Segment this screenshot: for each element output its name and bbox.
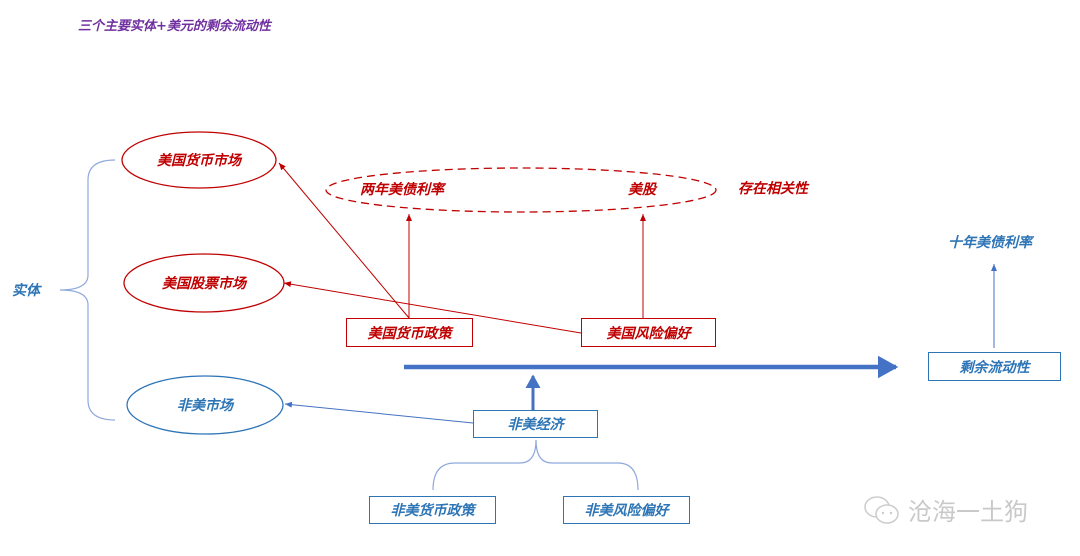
us-risk-appetite-box: 美国风险偏好 (581, 318, 716, 347)
two-year-yield-label: 两年美债利率 (360, 182, 444, 198)
non-us-risk-appetite-box: 非美风险偏好 (563, 496, 690, 524)
us-money-market-label: 美国货币市场 (157, 153, 241, 169)
entity-brace (59, 159, 116, 421)
non-us-economy-box: 非美经济 (473, 410, 598, 438)
arrow-policy-to-money (278, 162, 410, 319)
watermark-text: 沧海一土狗 (908, 498, 1028, 526)
non-us-brace (432, 439, 639, 491)
us-money-market-ellipse (121, 131, 277, 189)
entity-label: 实体 (12, 283, 40, 299)
page-title: 三个主要实体+美元的剩余流动性 (78, 19, 271, 34)
residual-liquidity-box: 剩余流动性 (928, 352, 1061, 381)
ten-year-yield-label: 十年美债利率 (948, 235, 1032, 251)
non-us-monetary-policy-box: 非美货币政策 (369, 496, 496, 524)
non-us-market-ellipse (126, 375, 284, 435)
us-stock-market-label: 美国股票市场 (162, 276, 246, 292)
arrow-economy-to-non-us-market (284, 401, 474, 424)
correlation-note: 存在相关性 (738, 181, 808, 197)
wechat-icon (864, 495, 899, 524)
us-stocks-label: 美股 (628, 182, 656, 198)
non-us-market-label: 非美市场 (177, 398, 233, 414)
arrow-risk-to-stock (283, 281, 582, 334)
correlation-dashed-ellipse (325, 167, 717, 213)
watermark: 沧海一土狗 (862, 492, 1028, 527)
us-monetary-policy-box: 美国货币政策 (346, 318, 473, 347)
